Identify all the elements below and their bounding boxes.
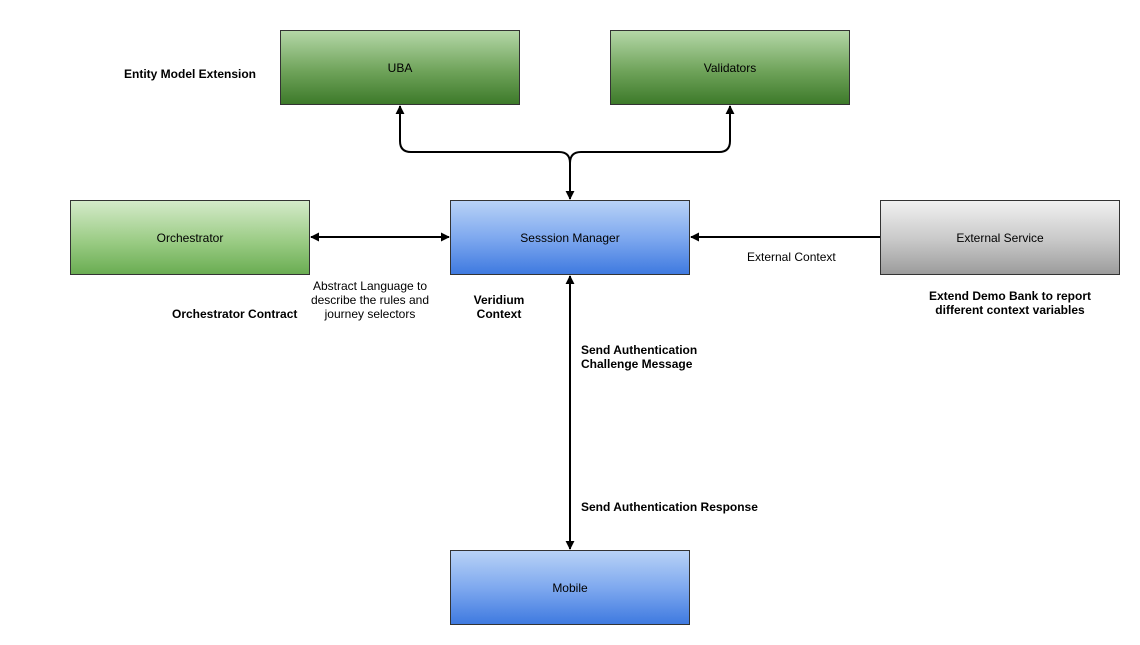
validators-node-label: Validators xyxy=(703,60,757,75)
entity-model-extension-label: Entity Model Extension xyxy=(124,67,257,81)
mobile-node-label: Mobile xyxy=(552,580,588,595)
edge-session-to-uba xyxy=(395,105,571,199)
session-manager-node[interactable]: Sesssion Manager xyxy=(450,200,690,275)
edge-session-to-validators xyxy=(569,105,735,199)
abstract-language-label: Abstract Language to describe the rules … xyxy=(310,279,430,321)
external-service-node[interactable]: External Service xyxy=(880,200,1120,275)
orchestrator-node[interactable]: Orchestrator xyxy=(70,200,310,275)
orchestrator-node-label: Orchestrator xyxy=(156,230,224,245)
send-challenge-label: Send Authentication Challenge Message xyxy=(581,343,698,371)
external-context-label: External Context xyxy=(747,250,836,264)
send-response-label: Send Authentication Response xyxy=(581,500,758,514)
mobile-node[interactable]: Mobile xyxy=(450,550,690,625)
external-service-node-label: External Service xyxy=(956,230,1044,245)
uba-node[interactable]: UBA xyxy=(280,30,520,105)
session-manager-node-label: Sesssion Manager xyxy=(520,230,620,245)
veridium-context-label: Veridium Context xyxy=(473,293,525,321)
orchestrator-contract-label: Orchestrator Contract xyxy=(172,307,298,321)
extend-demo-bank-label: Extend Demo Bank to report different con… xyxy=(928,289,1092,317)
validators-node[interactable]: Validators xyxy=(610,30,850,105)
uba-node-label: UBA xyxy=(387,60,413,75)
